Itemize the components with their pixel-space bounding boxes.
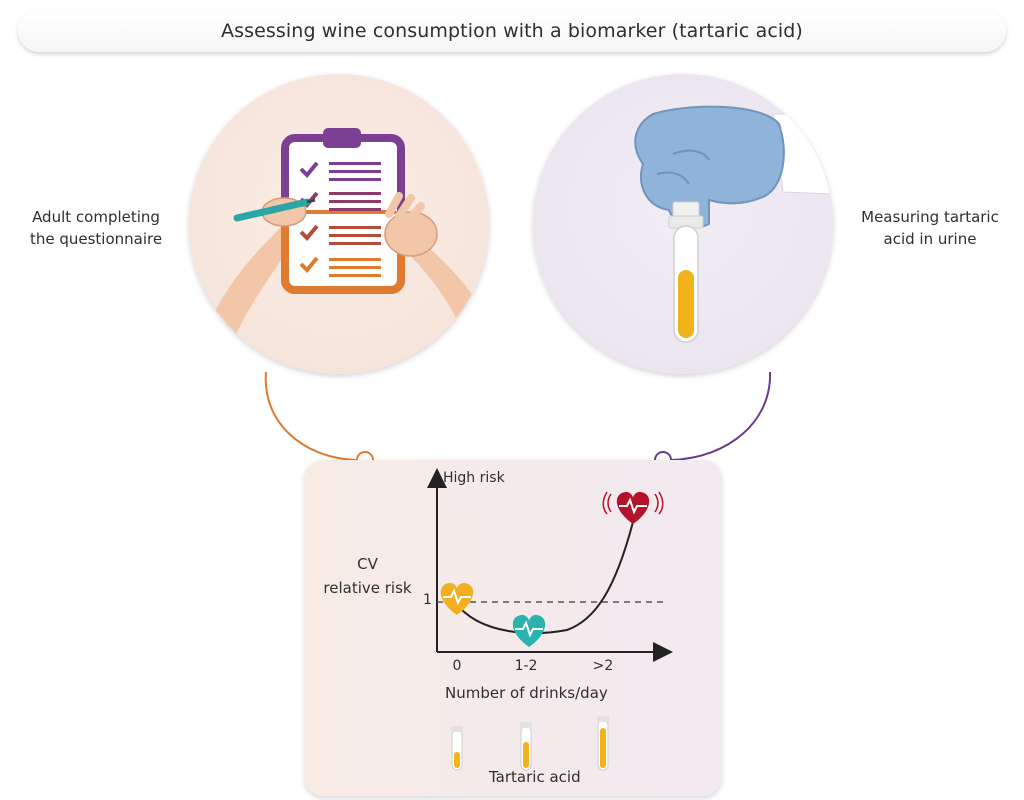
tube-large-icon <box>597 716 609 771</box>
urine-test-label-line2: acid in urine <box>883 230 977 248</box>
reference-value-label: 1 <box>423 592 432 608</box>
orange-connector <box>264 371 358 461</box>
risk-curve-panel: CV relative risk High risk 1 0 1-2 >2 Nu… <box>305 460 721 796</box>
questionnaire-label: Adult completing the questionnaire <box>16 206 176 250</box>
urine-test-label-line1: Measuring tartaric <box>861 208 999 226</box>
high-risk-label: High risk <box>443 470 505 486</box>
y-axis-title: CV relative risk <box>315 552 420 600</box>
teal-heart-icon <box>512 614 546 647</box>
y-axis-title-line2: relative risk <box>323 579 412 597</box>
j-curve-diagram <box>427 468 673 771</box>
x-axis-title: Number of drinks/day <box>445 684 608 702</box>
y-axis-title-line1: CV <box>357 555 378 573</box>
gloved-hand-test-tube-icon <box>634 105 833 343</box>
purple-connector <box>670 371 772 461</box>
questionnaire-illustration <box>189 74 489 374</box>
questionnaire-label-line1: Adult completing <box>32 208 160 226</box>
questionnaire-label-line2: the questionnaire <box>29 230 163 248</box>
j-curve <box>454 521 634 634</box>
x-tick-1: 1-2 <box>514 658 538 674</box>
x-tick-2: >2 <box>592 658 614 674</box>
tube-medium-icon <box>520 722 532 771</box>
red-heart-icon <box>602 491 664 524</box>
urine-test-illustration <box>533 74 833 374</box>
title-bar: Assessing wine consumption with a biomar… <box>18 10 1006 52</box>
clipboard-questionnaire-icon <box>209 128 479 339</box>
biomarker-label: Tartaric acid <box>489 768 581 786</box>
urine-test-label: Measuring tartaric acid in urine <box>845 206 1015 250</box>
page-title: Assessing wine consumption with a biomar… <box>221 20 803 42</box>
x-tick-0: 0 <box>452 658 462 674</box>
yellow-heart-icon <box>440 582 474 615</box>
tube-small-icon <box>451 726 463 771</box>
